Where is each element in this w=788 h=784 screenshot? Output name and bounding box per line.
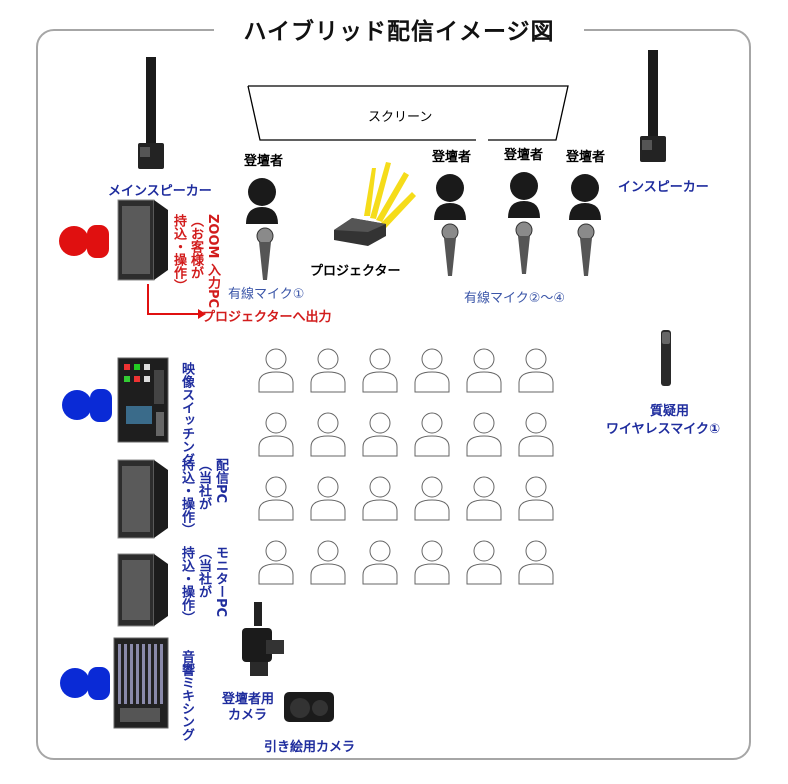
audience-seat-icon <box>466 540 502 585</box>
presenter-icon-4 <box>569 174 601 220</box>
zoom-pc-icon <box>117 199 168 281</box>
zoom-pc-label: ZOOM 入力PC （お客様が 持込・操作） <box>171 214 220 309</box>
audience-seat-icon <box>258 412 294 457</box>
wired-mic-icon-3 <box>515 221 533 274</box>
presenter-icon-2 <box>434 174 466 220</box>
video-switcher-icon <box>117 357 169 443</box>
wide-camera-icon <box>284 692 334 722</box>
presenter-icon-1 <box>246 178 278 224</box>
audience-seat-icon <box>414 348 450 393</box>
presenter-icon-3 <box>508 172 540 218</box>
wireless-mic-icon <box>661 330 671 386</box>
operator-blue-icon-2 <box>60 667 110 700</box>
operator-red-icon <box>59 225 109 258</box>
audience-seat-icon <box>310 348 346 393</box>
audience-seat-icon <box>466 476 502 521</box>
audience-seat-icon <box>518 540 554 585</box>
audio-mixer-icon <box>113 637 169 729</box>
presenter-label-2: 登壇者 <box>432 150 472 165</box>
monitor-pc-icon <box>117 553 168 627</box>
audience-seat-icon <box>310 412 346 457</box>
audience-seat-icon <box>414 476 450 521</box>
audience-seat-icon <box>518 476 554 521</box>
output-arrow-label: プロジェクターへ出力 <box>202 310 332 325</box>
presenter-camera-label-2: カメラ <box>228 708 268 723</box>
audience-grid <box>258 348 554 585</box>
audience-seat-icon <box>466 348 502 393</box>
audience-seat-icon <box>362 412 398 457</box>
audience-seat-icon <box>414 540 450 585</box>
screen-shape <box>247 85 569 141</box>
video-switcher-label: 映像スイッチング <box>179 362 194 466</box>
mic-wired-label-1: 有線マイク① <box>228 287 305 302</box>
qa-label-1: 質疑用 <box>650 404 690 419</box>
audience-seat-icon <box>258 348 294 393</box>
speaker-right-label: インスピーカー <box>618 180 709 195</box>
wired-mic-icon-4 <box>577 223 595 276</box>
audio-mixer-label: 音響ミキシング <box>179 650 194 741</box>
presenter-label-3: 登壇者 <box>504 148 544 163</box>
audience-seat-icon <box>258 476 294 521</box>
audience-seat-icon <box>466 412 502 457</box>
projector-icon <box>334 162 416 246</box>
wide-camera-label: 引き絵用カメラ <box>264 740 356 755</box>
screen-label: スクリーン <box>368 110 433 125</box>
mic-wired-label-2-4: 有線マイク②〜④ <box>464 291 566 306</box>
monitor-pc-label: モニターPC （当社が 持込・操作） <box>179 546 228 624</box>
wired-mic-icon-1 <box>256 227 274 280</box>
presenter-label-4: 登壇者 <box>566 150 606 165</box>
audience-seat-icon <box>362 348 398 393</box>
output-arrow-icon <box>147 284 206 319</box>
wired-mic-icon-2 <box>441 223 459 276</box>
audience-seat-icon <box>258 540 294 585</box>
audience-seat-icon <box>518 348 554 393</box>
stream-pc-label: 配信PC （当社が 持込・操作） <box>179 458 228 536</box>
presenter-label-1: 登壇者 <box>244 154 284 169</box>
stream-pc-icon <box>117 459 168 539</box>
qa-label-2: ワイヤレスマイク① <box>606 422 720 437</box>
audience-seat-icon <box>414 412 450 457</box>
presenter-camera-label-1: 登壇者用 <box>222 692 275 707</box>
diagram-title: ハイブリッド配信イメージ図 <box>214 14 584 50</box>
audience-seat-icon <box>310 540 346 585</box>
speaker-left-icon <box>138 57 164 169</box>
speaker-left-label: メインスピーカー <box>108 184 212 199</box>
audience-seat-icon <box>362 540 398 585</box>
audience-seat-icon <box>362 476 398 521</box>
projector-label: プロジェクター <box>310 264 401 279</box>
audience-seat-icon <box>518 412 554 457</box>
presenter-camera-icon <box>242 602 284 676</box>
speaker-right-icon <box>640 50 666 162</box>
operator-blue-icon-1 <box>62 389 112 422</box>
audience-seat-icon <box>310 476 346 521</box>
